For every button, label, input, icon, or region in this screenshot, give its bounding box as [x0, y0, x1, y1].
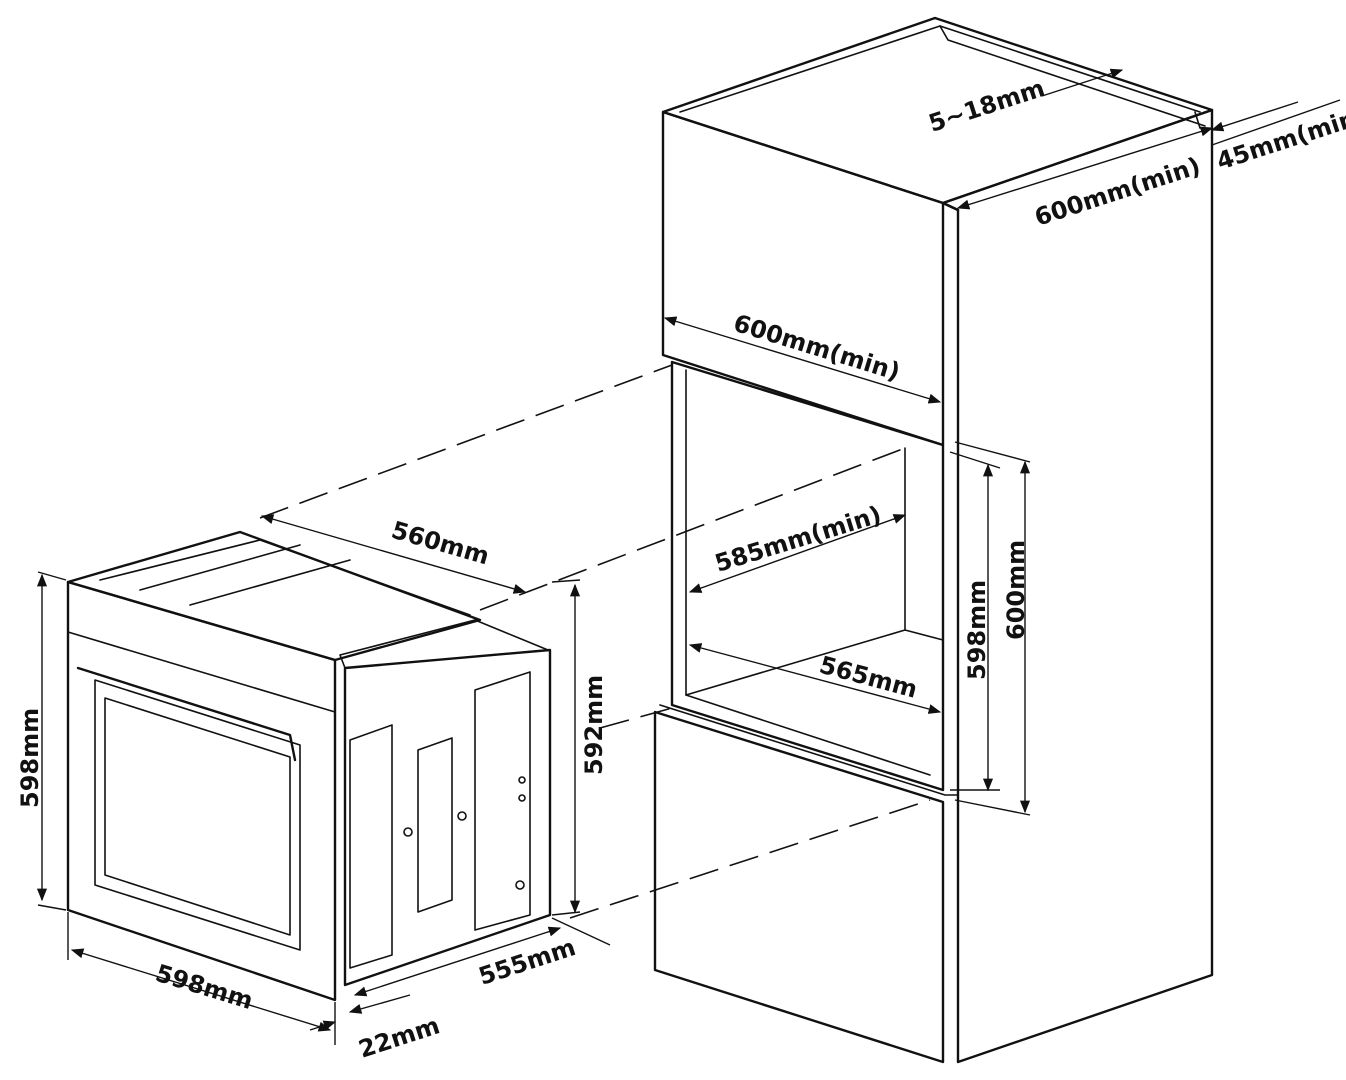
label-niche-height-598: 598mm	[963, 580, 991, 680]
oven-control-strip	[67, 631, 336, 713]
cabinet-top-rim	[679, 25, 1201, 113]
projection-lines	[259, 364, 931, 919]
oven-body-side	[343, 648, 552, 987]
label-oven-front-height: 598mm	[16, 708, 44, 808]
oven-handle	[76, 666, 297, 762]
label-oven-body-height: 592mm	[580, 675, 608, 775]
oven-top-surface	[66, 530, 482, 662]
oven-rear-frame	[339, 619, 549, 669]
oven	[66, 530, 552, 1002]
cabinet-upper-front	[661, 110, 945, 447]
screw-icon	[403, 827, 413, 837]
label-gap-top: 5~18mm	[925, 74, 1048, 138]
label-niche-width: 565mm	[816, 651, 920, 704]
screw-icon	[518, 776, 526, 784]
label-oven-fascia: 22mm	[355, 1011, 443, 1063]
dimension-lines	[36, 68, 1341, 1045]
cabinet-lower-front	[653, 710, 945, 1064]
screw-icon	[518, 794, 526, 802]
cabinet-niche-opening	[670, 360, 945, 792]
screw-icon	[515, 880, 525, 890]
oven-side-bracket-right	[474, 671, 531, 931]
label-cabinet-width: 600mm(min)	[730, 309, 903, 386]
label-oven-body-depth: 555mm	[475, 933, 579, 991]
label-niche-height-600: 600mm	[1002, 540, 1030, 640]
oven-door-window	[94, 679, 301, 951]
screw-icon	[457, 811, 467, 821]
label-oven-depth: 560mm	[388, 516, 492, 571]
oven-side-slot	[417, 737, 453, 913]
label-panel-thickness: 45mm(min)	[1213, 101, 1346, 176]
oven-side-bracket-left	[349, 724, 393, 969]
